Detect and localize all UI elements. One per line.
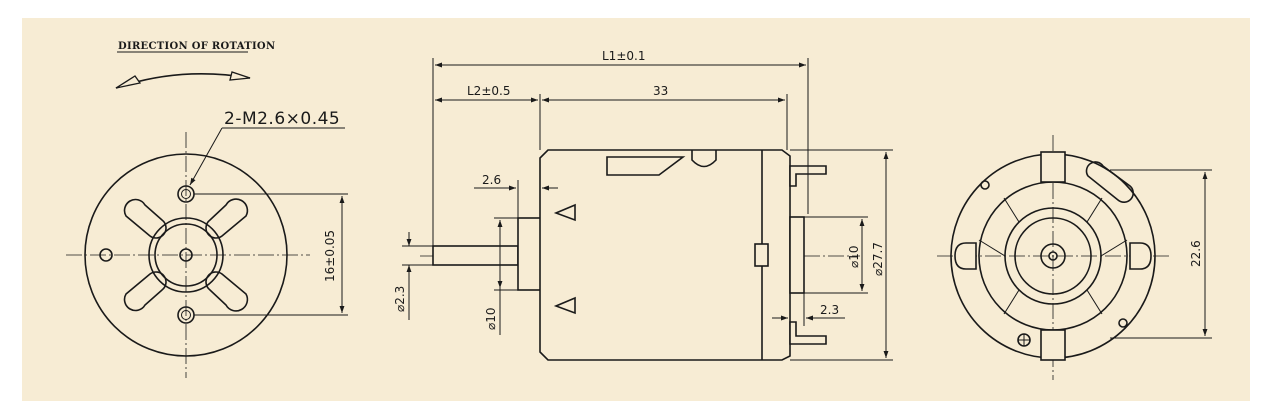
- front-boss-outer: [148, 217, 224, 293]
- rotation-label: DIRECTION OF ROTATION: [118, 41, 275, 52]
- rear-spokes: [978, 197, 1128, 315]
- marker-triangle-top: [553, 203, 576, 222]
- body-diameter-label: ⌀27.7: [871, 242, 885, 276]
- rear-boss: [789, 216, 805, 294]
- shaft: [432, 245, 519, 266]
- rear-lug-right: [1129, 242, 1152, 270]
- rotation-arrow-head-left: [115, 75, 142, 89]
- thread-callout: 2-M2.6×0.45: [224, 109, 340, 129]
- body-groove: [691, 150, 717, 168]
- rear-length-label: 2.3: [820, 303, 839, 317]
- front-outer-circle: [84, 153, 288, 357]
- rotation-arrow-head-right: [229, 71, 251, 81]
- rear-lug-left: [954, 242, 977, 270]
- marker-triangle-bottom: [553, 296, 576, 315]
- motor-body: [539, 149, 791, 361]
- mount-hole-bottom-thread: [181, 310, 191, 320]
- brush-holder-bottom: [1040, 329, 1066, 361]
- rear-slot: [1085, 161, 1134, 203]
- l1-label: L1±0.1: [602, 49, 645, 63]
- front-shaft: [179, 248, 193, 262]
- rear-hub-inner: [1014, 217, 1092, 295]
- side-view: L1±0.1 L2±0.5 33 2.6 ⌀2.3 ⌀10 ⌀10 ⌀27: [393, 49, 893, 361]
- mount-spacing-label: 22.6: [1189, 240, 1203, 267]
- body-length-label: 33: [653, 84, 668, 98]
- front-boss-inner: [154, 223, 218, 287]
- rear-shaft: [1048, 251, 1058, 261]
- brush-clip: [754, 243, 769, 267]
- rear-screw-2: [1118, 318, 1128, 328]
- rear-bearing: [1040, 243, 1066, 269]
- l2-label: L2±0.5: [467, 84, 510, 98]
- ventilation-slots: [123, 198, 249, 312]
- brush-holder-top: [1040, 151, 1066, 183]
- hole-spacing-label: 16±0.05: [323, 230, 337, 282]
- boss-length-label: 2.6: [482, 173, 501, 187]
- boss-diameter-label: ⌀10: [484, 308, 498, 331]
- rear-screw-1: [980, 180, 990, 190]
- front-view: DIRECTION OF ROTATION 2-M2.6×0.45: [66, 41, 348, 378]
- rear-diameter-label: ⌀10: [847, 246, 861, 269]
- front-boss: [517, 217, 543, 291]
- rear-view: 22.6: [937, 135, 1212, 380]
- front-small-hole: [99, 248, 113, 262]
- body-notch: [606, 156, 686, 176]
- shaft-diameter-label: ⌀2.3: [393, 286, 407, 312]
- mount-hole-top-thread: [181, 189, 191, 199]
- terminal-top: [789, 165, 827, 187]
